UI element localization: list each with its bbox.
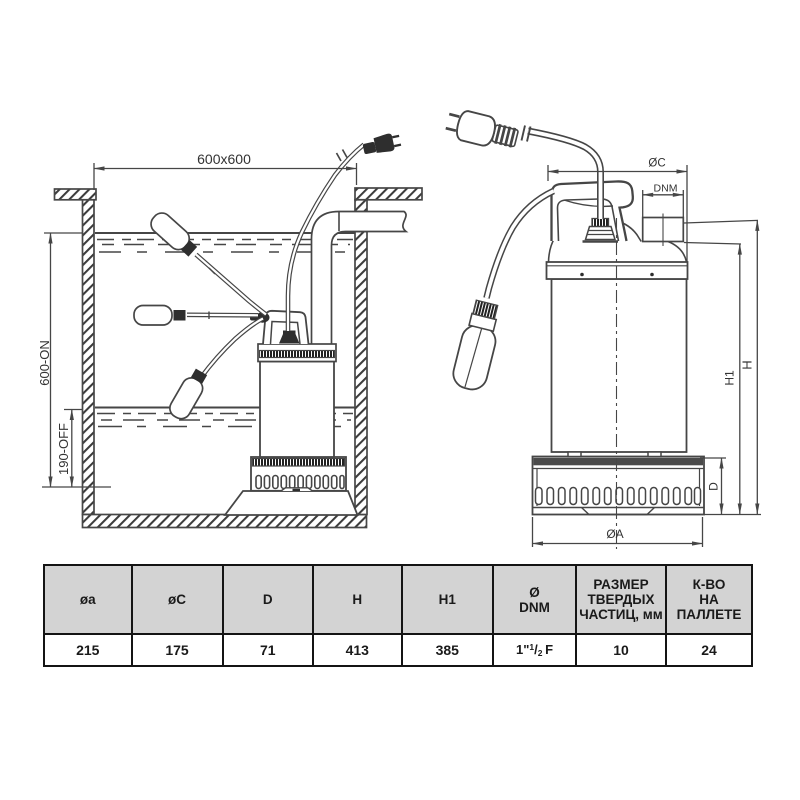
svg-text:ØA: ØA — [606, 527, 623, 541]
svg-text:600-ON: 600-ON — [37, 340, 52, 386]
svg-text:H1: H1 — [723, 370, 737, 386]
svg-text:600x600: 600x600 — [197, 151, 251, 167]
svg-text:H: H — [740, 360, 755, 369]
svg-text:190-OFF: 190-OFF — [56, 423, 71, 475]
svg-text:DNM: DNM — [654, 183, 678, 195]
svg-text:D: D — [707, 482, 721, 491]
svg-text:ØC: ØC — [648, 158, 665, 170]
